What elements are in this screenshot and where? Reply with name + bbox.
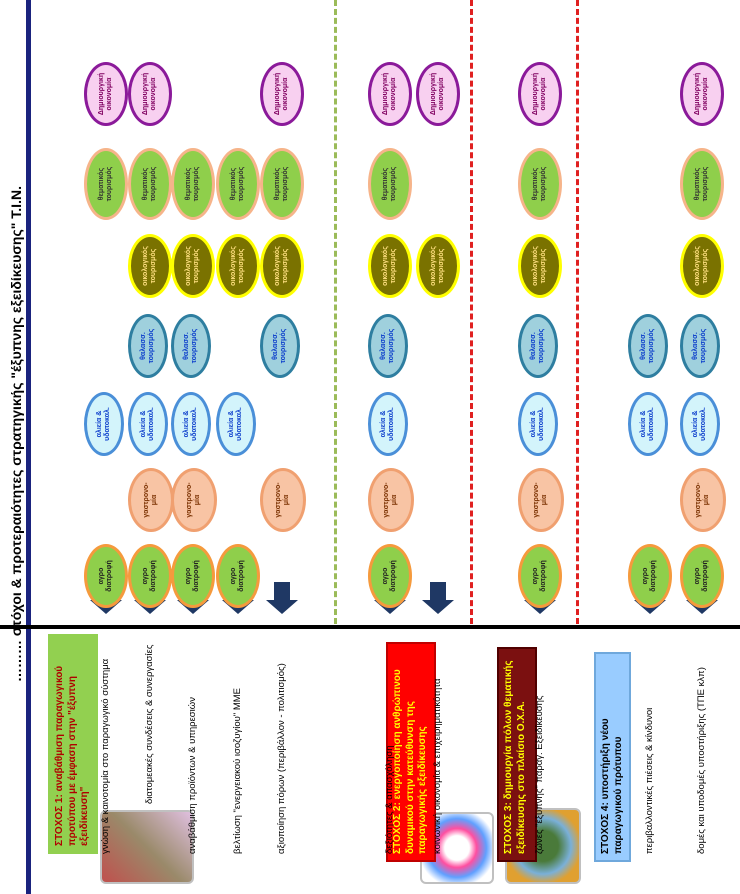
activity-creative-economy: Δημιουργική οικονομία [128, 62, 172, 126]
activity-thematic-tourism: θεματικός τουρισμός [171, 148, 215, 220]
row-label: αναβάθμιση προϊόντων & υπηρεσιών [187, 697, 198, 854]
activity-gastronomy: γαστρονο- μία [260, 468, 306, 532]
activity-agrofood: αγρο διατροφή [128, 544, 172, 608]
activity-thematic-tourism: θεματικός τουρισμός [84, 148, 128, 220]
activity-eco-tourism: οικολογικός τουρισμός [368, 234, 412, 298]
activity-creative-economy: Δημιουργική οικονομία [368, 62, 412, 126]
activity-marine-tourism: θαλασσ. τουρισμός [628, 314, 668, 378]
activity-agrofood: αγρο διατροφή [84, 544, 128, 608]
activity-fisheries: αλιεία & υδατοκαλ. [128, 392, 168, 456]
activity-fisheries: αλιεία & υδατοκαλ. [216, 392, 256, 456]
section-divider [576, 0, 579, 624]
activity-marine-tourism: θαλασσ. τουρισμός [260, 314, 300, 378]
activity-agrofood: αγρο διατροφή [216, 544, 260, 608]
building-photo [100, 810, 194, 884]
goal-3-box: ΣΤΟΧΟΣ 3: δημιουργία πόλων θεματικής εξε… [497, 647, 537, 862]
activity-thematic-tourism: θεματικός τουρισμός [128, 148, 172, 220]
row-label: δεξιότητες & απασχόληση [384, 745, 395, 854]
row-label: βελτίωση "ενεργειακού ισοζυγίου" ΜΜΕ [232, 687, 243, 854]
center-separator [0, 625, 740, 629]
activity-gastronomy: γαστρονο- μία [171, 468, 217, 532]
row-label: διατομεακές συνδέσεις & συνεργασίες [144, 644, 155, 804]
page-title: ……… στόχοι & προτεραιότητες στρατηγικής … [8, 186, 24, 682]
activity-marine-tourism: θαλασσ. τουρισμός [171, 314, 211, 378]
activity-marine-tourism: θαλασσ. τουρισμός [518, 314, 558, 378]
activity-creative-economy: Δημιουργική οικονομία [260, 62, 304, 126]
activity-agrofood: αγρο διατροφή [171, 544, 215, 608]
activity-marine-tourism: θαλασσ. τουρισμός [680, 314, 720, 378]
activity-thematic-tourism: θεματικός τουρισμός [260, 148, 304, 220]
activity-eco-tourism: οικολογικός τουρισμός [260, 234, 304, 298]
activity-eco-tourism: οικολογικός τουρισμός [216, 234, 260, 298]
activity-marine-tourism: θαλασσ. τουρισμός [368, 314, 408, 378]
row-label: δομές και υποδομές υποστήριξης (ΤΠΕ κλπ) [696, 667, 707, 854]
activity-thematic-tourism: θεματικός τουρισμός [216, 148, 260, 220]
activity-fisheries: αλιεία & υδατοκαλ. [680, 392, 720, 456]
row-label: κοινωνική οικονομία & επιχειρηματικότητα [432, 678, 443, 854]
activity-thematic-tourism: θεματικός τουρισμός [680, 148, 724, 220]
activity-thematic-tourism: θεματικός τουρισμός [518, 148, 562, 220]
activity-agrofood: αγρο διατροφή [518, 544, 562, 608]
activity-gastronomy: γαστρονο- μία [680, 468, 726, 532]
activity-creative-economy: Δημιουργική οικονομία [680, 62, 724, 126]
activity-creative-economy: Δημιουργική οικονομία [84, 62, 128, 126]
row-label: αξιοποίηση πόρων (περιβάλλον - πολιτισμό… [276, 663, 287, 854]
row-label: γνώση & καινοτομία στο παραγωγικό σύστημ… [100, 658, 111, 854]
row-label: περιβαλλοντικές πιέσεις & κίνδυνοι [644, 707, 655, 854]
section-divider [334, 0, 337, 624]
title-underline [26, 0, 31, 894]
activity-eco-tourism: οικολογικός τουρισμός [128, 234, 172, 298]
activity-marine-tourism: θαλασσ. τουρισμός [128, 314, 168, 378]
activity-gastronomy: γαστρονο- μία [128, 468, 174, 532]
activity-eco-tourism: οικολογικός τουρισμός [416, 234, 460, 298]
goal-1-box: ΣΤΟΧΟΣ 1: αναβάθμιση παραγωγικού προτύπο… [48, 634, 98, 854]
activity-fisheries: αλιεία & υδατοκαλ. [518, 392, 558, 456]
activity-agrofood: αγρο διατροφή [368, 544, 412, 608]
activity-fisheries: αλιεία & υδατοκαλ. [171, 392, 211, 456]
activity-agrofood: αγρο διατροφή [680, 544, 724, 608]
activity-agrofood: αγρο διατροφή [628, 544, 672, 608]
arrow-up-icon [422, 582, 459, 614]
section-divider [470, 0, 473, 624]
activity-eco-tourism: οικολογικός τουρισμός [518, 234, 562, 298]
row-label: ζώνες "έξυπνης" παραγ. Εξειδίκευσης [534, 695, 545, 855]
activity-gastronomy: γαστρονο- μία [518, 468, 564, 532]
activity-fisheries: αλιεία & υδατοκαλ. [368, 392, 408, 456]
activity-eco-tourism: οικολογικός τουρισμός [680, 234, 724, 298]
activity-fisheries: αλιεία & υδατοκαλ. [84, 392, 124, 456]
activity-creative-economy: Δημιουργική οικονομία [416, 62, 460, 126]
activity-creative-economy: Δημιουργική οικονομία [518, 62, 562, 126]
activity-eco-tourism: οικολογικός τουρισμός [171, 234, 215, 298]
activity-fisheries: αλιεία & υδατοκαλ. [628, 392, 668, 456]
activity-gastronomy: γαστρονο- μία [368, 468, 414, 532]
goal-4-box: ΣΤΟΧΟΣ 4: υποστήριξη νέου παραγωγικού πρ… [594, 652, 631, 862]
activity-thematic-tourism: θεματικός τουρισμός [368, 148, 412, 220]
arrow-up-icon [266, 582, 303, 614]
